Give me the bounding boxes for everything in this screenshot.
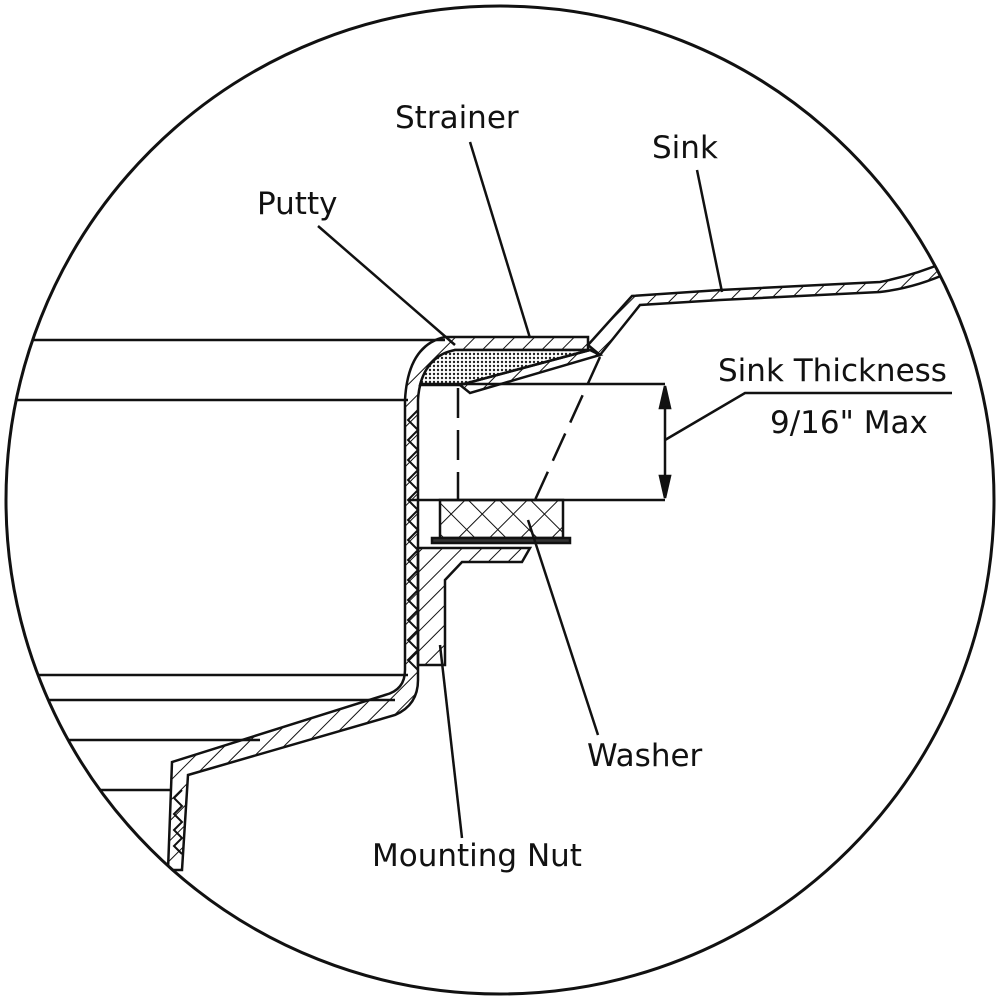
label-sink: Sink	[652, 130, 718, 166]
dashed-diagonal	[533, 356, 602, 501]
lower-threads	[172, 789, 184, 855]
putty-fill	[418, 348, 591, 387]
leader-strainer	[468, 141, 532, 339]
sink-wall	[586, 260, 952, 357]
label-strainer: Strainer	[395, 100, 519, 136]
leader-sink-thickness	[664, 391, 952, 442]
washer	[438, 498, 565, 540]
strainer-threads	[406, 409, 420, 671]
label-putty: Putty	[257, 186, 338, 222]
mounting-nut	[416, 546, 533, 667]
label-washer: Washer	[587, 738, 703, 774]
leader-mounting-nut	[438, 644, 464, 839]
leader-washer	[526, 519, 600, 736]
washer-plate	[430, 536, 572, 545]
label-sink-thickness: Sink Thickness	[718, 353, 947, 389]
detail-circle	[4, 4, 996, 996]
label-max-thickness: 9/16" Max	[770, 405, 928, 441]
label-mounting-nut: Mounting Nut	[372, 838, 582, 874]
leader-putty	[317, 225, 456, 346]
leader-sink	[695, 169, 724, 293]
strainer-body	[166, 335, 590, 872]
